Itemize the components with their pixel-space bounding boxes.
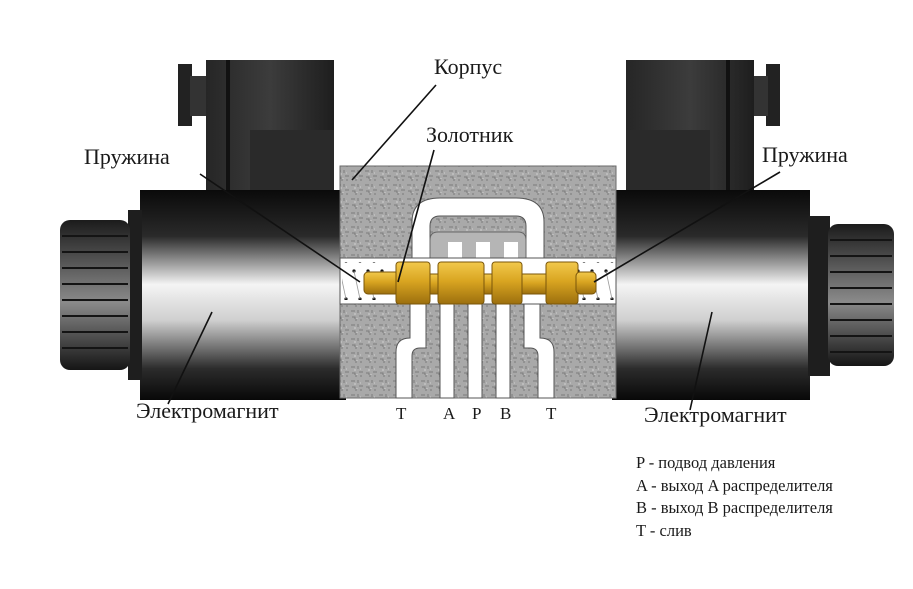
right-nut bbox=[808, 216, 894, 376]
port-legend: P - подвод давления A - выход A распреде… bbox=[636, 452, 833, 542]
spool bbox=[363, 261, 597, 305]
left-nut bbox=[60, 210, 142, 380]
leader-body bbox=[351, 84, 437, 181]
label-body: Корпус bbox=[434, 54, 503, 79]
port-label: P bbox=[472, 404, 482, 423]
label-magnet-left: Электромагнит bbox=[136, 398, 279, 423]
right-connector bbox=[626, 60, 780, 192]
leader-spring-left bbox=[199, 173, 361, 283]
label-spool: Золотник bbox=[426, 122, 514, 147]
legend-item: A - выход A распределителя bbox=[636, 475, 833, 495]
label-spring-left: Пружина bbox=[84, 144, 170, 169]
leader-magnet-left bbox=[167, 311, 213, 405]
port-label: A bbox=[443, 404, 456, 423]
right-solenoid bbox=[612, 190, 810, 400]
leader-spring-right bbox=[593, 171, 781, 283]
label-spring-right: Пружина bbox=[762, 142, 848, 167]
legend-item: B - выход B распределителя bbox=[636, 498, 833, 517]
left-solenoid bbox=[140, 190, 346, 400]
legend-item: T - слив bbox=[636, 520, 692, 540]
leader-spool bbox=[397, 149, 435, 283]
label-magnet-right: Электромагнит bbox=[644, 402, 787, 427]
legend-item: P - подвод давления bbox=[636, 453, 776, 472]
leader-magnet-right bbox=[689, 311, 713, 411]
left-connector bbox=[178, 60, 334, 192]
port-label: T bbox=[396, 404, 407, 423]
port-label: T bbox=[546, 404, 557, 423]
port-label: B bbox=[500, 404, 512, 423]
leader-lines bbox=[167, 84, 781, 411]
